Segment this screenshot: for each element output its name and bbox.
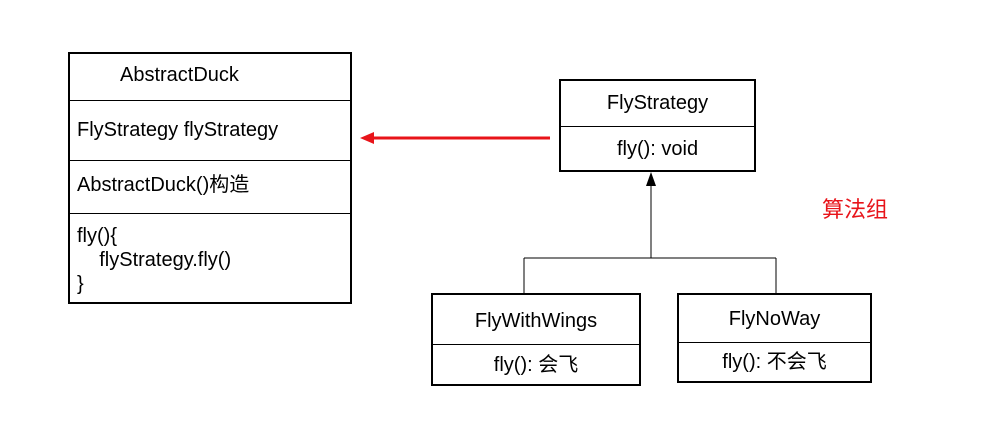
fly-with-wings-method: fly(): 会飞 xyxy=(493,354,579,376)
fly-with-wings-method-section: fly(): 会飞 xyxy=(433,345,639,384)
fly-with-wings-name-section: FlyWithWings xyxy=(433,295,639,345)
abstract-duck-constructor-section: AbstractDuck()构造 xyxy=(70,161,350,214)
fly-strategy-class: FlyStrategy fly(): void xyxy=(559,79,756,172)
abstract-duck-name-section: AbstractDuck xyxy=(70,54,350,101)
algorithm-group-label: 算法组 xyxy=(822,198,889,223)
fly-no-way-name-section: FlyNoWay xyxy=(679,295,870,343)
fly-with-wings-class: FlyWithWings fly(): 会飞 xyxy=(431,293,641,386)
fly-strategy-method-section: fly(): void xyxy=(561,127,754,170)
fly-no-way-class: FlyNoWay fly(): 不会飞 xyxy=(677,293,872,383)
association-arrowhead xyxy=(360,132,374,144)
abstract-duck-method-line-3: } xyxy=(77,273,84,295)
fly-strategy-name: FlyStrategy xyxy=(606,92,709,114)
inheritance-arrowhead xyxy=(646,172,656,186)
fly-strategy-method: fly(): void xyxy=(616,138,699,160)
fly-no-way-name: FlyNoWay xyxy=(728,308,821,330)
abstract-duck-field-section: FlyStrategy flyStrategy xyxy=(70,101,350,161)
fly-strategy-name-section: FlyStrategy xyxy=(561,81,754,127)
abstract-duck-method-section: fly(){ flyStrategy.fly() } xyxy=(70,214,350,302)
abstract-duck-class: AbstractDuck FlyStrategy flyStrategy Abs… xyxy=(68,52,352,304)
abstract-duck-constructor: AbstractDuck()构造 xyxy=(77,174,250,196)
fly-with-wings-name: FlyWithWings xyxy=(474,310,598,332)
abstract-duck-name: AbstractDuck xyxy=(120,64,239,86)
abstract-duck-field: FlyStrategy flyStrategy xyxy=(77,119,279,141)
abstract-duck-method-line-2: flyStrategy.fly() xyxy=(77,249,232,271)
fly-no-way-method-section: fly(): 不会飞 xyxy=(679,343,870,381)
fly-no-way-method: fly(): 不会飞 xyxy=(722,351,827,373)
abstract-duck-method-line-1: fly(){ xyxy=(77,225,117,247)
